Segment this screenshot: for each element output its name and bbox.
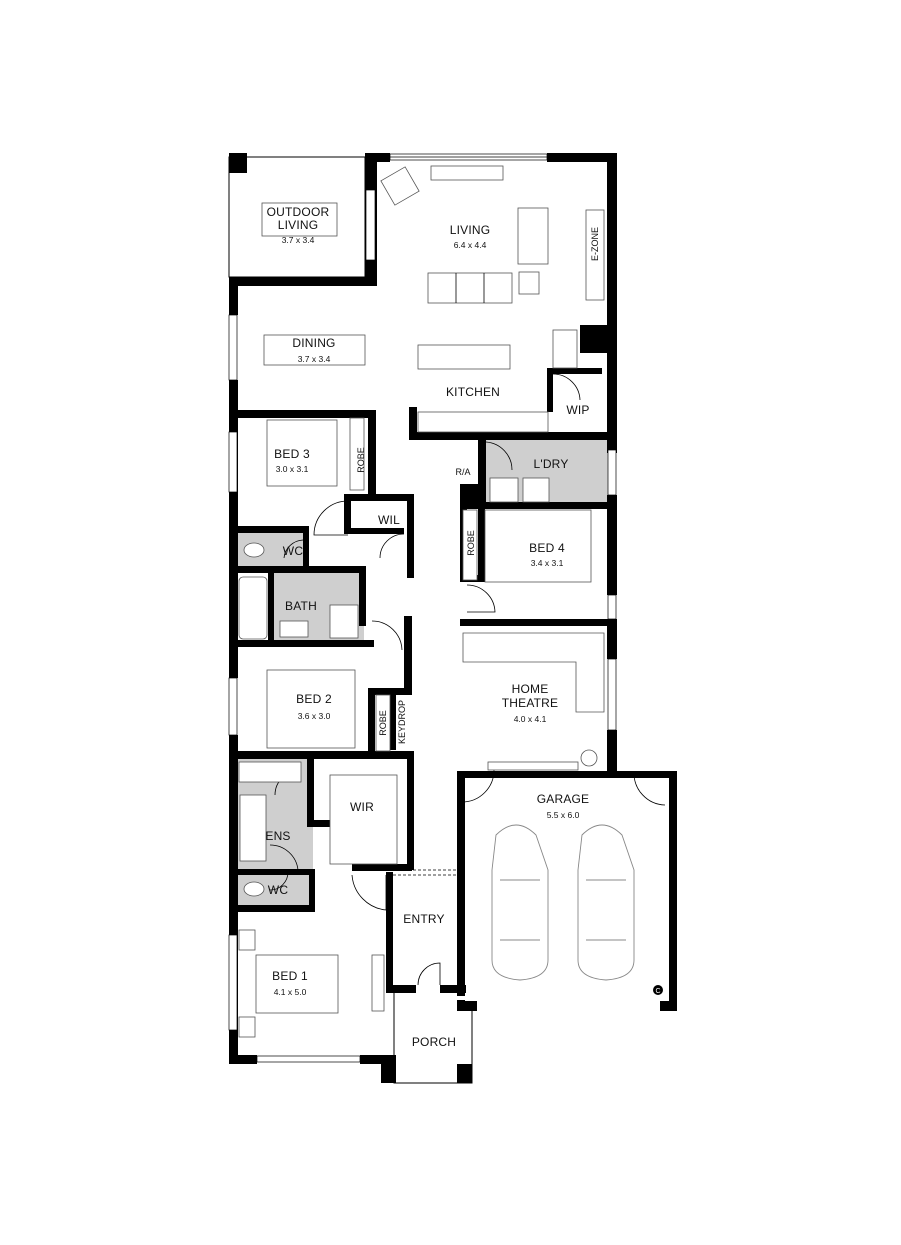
wc-lower-label: WC: [268, 883, 289, 897]
bed4-label: BED 4: [529, 541, 565, 555]
wip-label: WIP: [566, 403, 589, 417]
laundry-label: L'DRY: [533, 457, 568, 471]
furniture: [238, 165, 605, 1038]
copyright-badge: [653, 985, 663, 995]
dining-label: DINING: [292, 336, 335, 350]
bed1-size: 4.1 x 5.0: [274, 987, 307, 997]
ra-label: R/A: [455, 467, 470, 477]
porch-label: PORCH: [412, 1035, 456, 1049]
bed3-size: 3.0 x 3.1: [276, 464, 309, 474]
outdoor-living-size: 3.7 x 3.4: [282, 235, 315, 245]
home-theatre-size: 4.0 x 4.1: [514, 714, 547, 724]
kitchen-label: KITCHEN: [446, 385, 500, 399]
garage-label: GARAGE: [537, 792, 590, 806]
living-size: 6.4 x 4.4: [454, 240, 487, 250]
bed2-size: 3.6 x 3.0: [298, 711, 331, 721]
ens-label: ENS: [265, 829, 290, 843]
ezone-label: E-ZONE: [590, 227, 600, 261]
robe-bed3-label: ROBE: [356, 447, 366, 473]
home-theatre-label-1: HOME: [512, 682, 549, 696]
windows: [228, 153, 617, 1063]
bed2-label: BED 2: [296, 692, 332, 706]
doors: [269, 373, 666, 986]
living-label: LIVING: [450, 223, 491, 237]
outdoor-living-label-1: OUTDOOR: [267, 205, 330, 219]
bath-label: BATH: [285, 599, 317, 613]
home-theatre-label-2: THEATRE: [502, 696, 559, 710]
copyright-mark: C: [655, 988, 660, 995]
outdoor-living-label-2: LIVING: [278, 218, 319, 232]
bed4-size: 3.4 x 3.1: [531, 558, 564, 568]
entry-label: ENTRY: [403, 912, 444, 926]
room-labels: OUTDOOR LIVING 3.7 x 3.4 LIVING 6.4 x 4.…: [265, 205, 663, 1049]
robe-bed4-label: ROBE: [466, 530, 476, 556]
wil-label: WIL: [378, 513, 400, 527]
wc-upper-label: WC: [283, 544, 304, 558]
bed1-label: BED 1: [272, 969, 308, 983]
garage-cars: [491, 824, 635, 981]
bed3-label: BED 3: [274, 447, 310, 461]
garage-size: 5.5 x 6.0: [547, 810, 580, 820]
wir-label: WIR: [350, 800, 374, 814]
dining-size: 3.7 x 3.4: [298, 354, 331, 364]
keydrop-label: KEYDROP: [397, 700, 407, 744]
robe-bed2-label: ROBE: [378, 710, 388, 736]
